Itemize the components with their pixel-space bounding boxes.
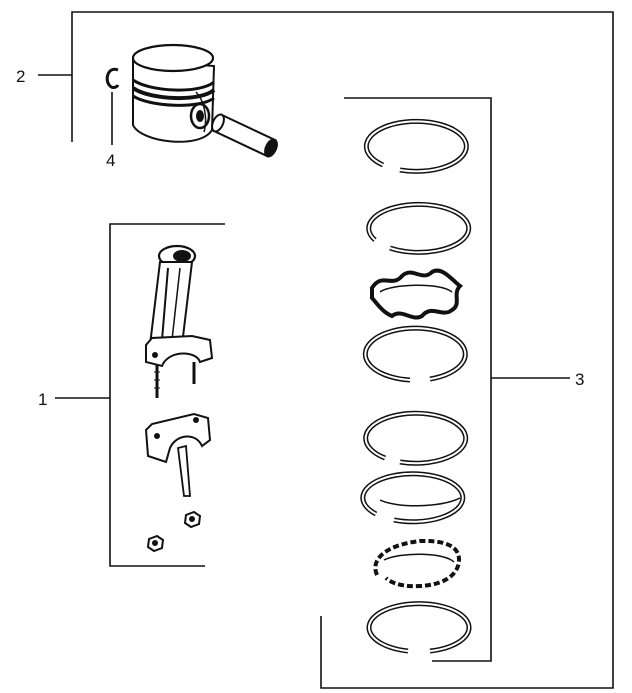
rod-nut-icon (183, 510, 202, 529)
callout-2: 2 (16, 67, 25, 86)
bracket-rings-group (344, 97, 570, 662)
rod-cap-icon (144, 412, 212, 497)
snap-ring-icon (105, 67, 120, 90)
callout-1: 1 (38, 390, 47, 409)
rod-nut-icon (146, 534, 165, 553)
piston-ring-icon (366, 601, 472, 654)
callout-3: 3 (575, 370, 584, 389)
oil-expander-ring-icon (373, 538, 461, 589)
piston-ring-icon (362, 325, 468, 383)
bracket-piston-group (38, 11, 614, 689)
callout-4: 4 (106, 151, 115, 170)
connecting-rod-icon (145, 244, 214, 398)
piston-ring-icon (363, 410, 469, 466)
piston-ring-icon (363, 118, 469, 174)
piston-ring-icon (366, 201, 472, 255)
piston-ring-icon (360, 471, 466, 525)
bracket-rod-group (55, 223, 225, 567)
piston-pin-icon (211, 113, 278, 158)
oil-expander-ring-icon (370, 268, 464, 320)
piston-icon (131, 43, 216, 143)
